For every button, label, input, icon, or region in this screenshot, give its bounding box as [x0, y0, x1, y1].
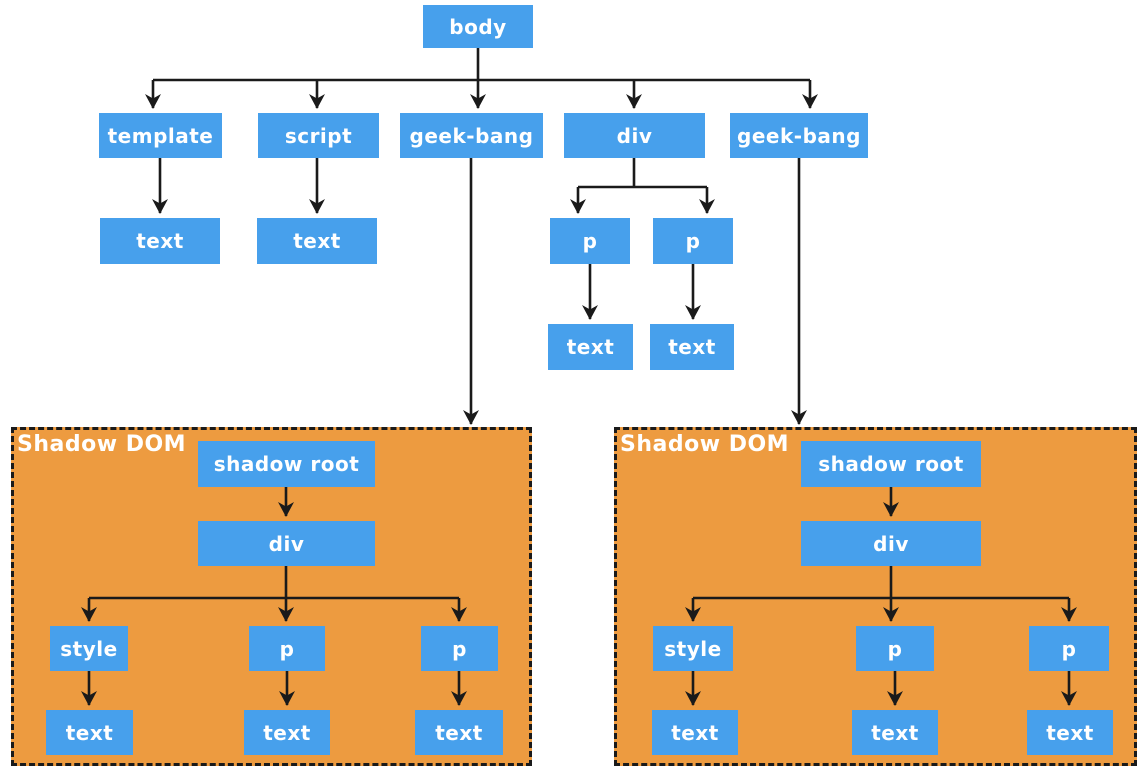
- node-template-text: text: [100, 218, 220, 264]
- node-right-div: div: [801, 521, 981, 566]
- node-right-p-2-text: text: [1027, 710, 1113, 755]
- node-script-text: text: [257, 218, 377, 264]
- node-right-shadow-root: shadow root: [801, 441, 981, 487]
- node-p-1-text: text: [548, 324, 633, 370]
- node-left-style-text: text: [46, 710, 133, 755]
- node-right-style: style: [653, 626, 733, 671]
- node-p-2: p: [653, 218, 733, 264]
- node-script: script: [258, 113, 379, 158]
- node-right-p-2: p: [1029, 626, 1109, 671]
- node-right-p-1-text: text: [852, 710, 938, 755]
- node-left-p-2: p: [421, 626, 498, 671]
- node-left-p-2-text: text: [415, 710, 503, 755]
- node-p-2-text: text: [650, 324, 734, 370]
- node-body: body: [423, 5, 533, 48]
- node-left-shadow-root: shadow root: [198, 441, 375, 487]
- node-geek-bang-1: geek-bang: [400, 113, 543, 158]
- shadow-dom-label-left: Shadow DOM: [17, 432, 187, 457]
- node-left-style: style: [50, 626, 128, 671]
- node-div: div: [564, 113, 705, 158]
- node-left-div: div: [198, 521, 375, 566]
- shadow-dom-label-right: Shadow DOM: [620, 432, 790, 457]
- node-left-p-1: p: [249, 626, 325, 671]
- node-p-1: p: [550, 218, 630, 264]
- node-right-style-text: text: [652, 710, 738, 755]
- node-right-p-1: p: [856, 626, 934, 671]
- node-template: template: [99, 113, 222, 158]
- node-geek-bang-2: geek-bang: [730, 113, 868, 158]
- node-left-p-1-text: text: [244, 710, 330, 755]
